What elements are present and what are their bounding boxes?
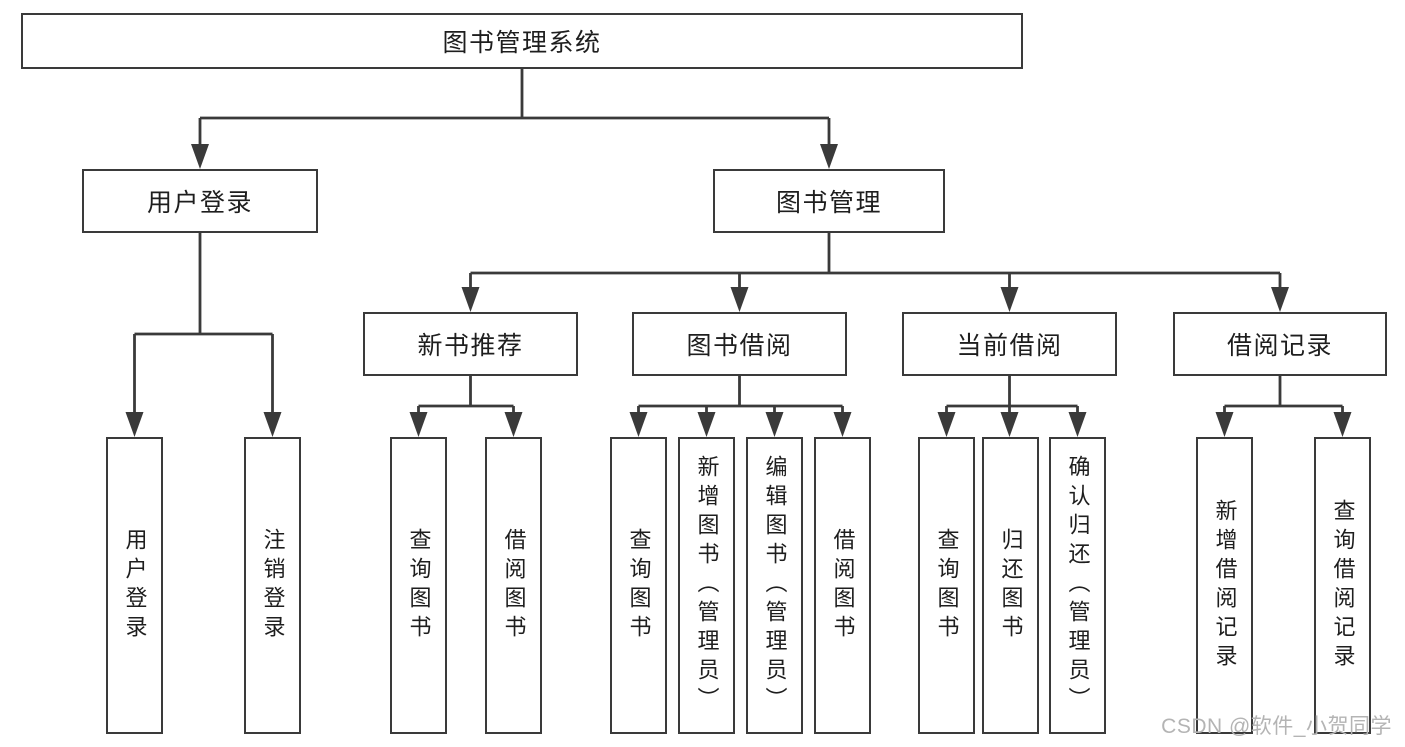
leaf-add-borrow-record: 新增借阅记录 [1196,437,1253,734]
node-book-borrow: 图书借阅 [632,312,847,376]
node-label: 归还图书 [998,527,1024,644]
node-label: 新增借阅记录 [1212,498,1238,673]
node-label: 查询图书 [406,527,432,644]
arrowhead-icon [833,412,852,437]
node-label: 借阅记录 [1226,332,1333,360]
arrowhead-icon [125,412,144,437]
node-label: 图书管理 [775,189,882,217]
arrowhead-icon [1000,287,1019,312]
arrowhead-icon [504,412,523,437]
leaf-logout: 注销登录 [244,437,301,734]
arrowhead-icon [697,412,716,437]
arrowhead-icon [730,287,749,312]
node-label: 编辑图书（管理员） [762,455,788,716]
node-label: 注销登录 [260,527,286,644]
node-label: 图书借阅 [686,332,793,360]
arrowhead-icon [1333,412,1352,437]
node-label: 查询图书 [626,527,652,644]
leaf-query-books-recommend: 查询图书 [390,437,447,734]
leaf-query-books-borrow: 查询图书 [610,437,667,734]
arrowhead-icon [629,412,648,437]
node-label: 借阅图书 [830,527,856,644]
arrowhead-icon [1215,412,1234,437]
leaf-borrow-books-recommend: 借阅图书 [485,437,542,734]
node-label: 借阅图书 [501,527,527,644]
node-library-system: 图书管理系统 [21,13,1023,69]
node-label: 用户登录 [146,189,253,217]
node-label: 确认归还（管理员） [1065,455,1091,716]
node-label: 查询图书 [934,527,960,644]
arrowhead-icon [765,412,784,437]
node-label: 查询借阅记录 [1330,498,1356,673]
arrowhead-icon [820,144,838,169]
leaf-user-login: 用户登录 [106,437,163,734]
leaf-add-book-admin: 新增图书（管理员） [678,437,735,734]
node-borrow-records: 借阅记录 [1173,312,1387,376]
leaf-borrow-books: 借阅图书 [814,437,871,734]
leaf-confirm-return-admin: 确认归还（管理员） [1049,437,1106,734]
node-label: 图书管理系统 [442,29,602,57]
node-label: 当前借阅 [956,332,1063,360]
node-label: 新书推荐 [417,332,524,360]
arrowhead-icon [1271,287,1289,312]
node-label: 用户登录 [122,527,148,644]
arrowhead-icon [461,287,480,312]
node-user-login: 用户登录 [82,169,318,233]
node-book-management: 图书管理 [713,169,945,233]
arrowhead-icon [937,412,956,437]
arrowhead-icon [409,412,428,437]
node-current-borrow: 当前借阅 [902,312,1117,376]
leaf-return-book: 归还图书 [982,437,1039,734]
arrowhead-icon [1000,412,1019,437]
watermark-text: CSDN @软件_小贺同学 [1161,715,1392,738]
leaf-query-borrow-record: 查询借阅记录 [1314,437,1371,734]
node-label: 新增图书（管理员） [694,455,720,716]
node-new-book-recommend: 新书推荐 [363,312,578,376]
arrowhead-icon [263,412,282,437]
leaf-edit-book-admin: 编辑图书（管理员） [746,437,803,734]
arrowhead-icon [1068,412,1087,437]
leaf-query-books-current: 查询图书 [918,437,975,734]
arrowhead-icon [191,144,209,169]
